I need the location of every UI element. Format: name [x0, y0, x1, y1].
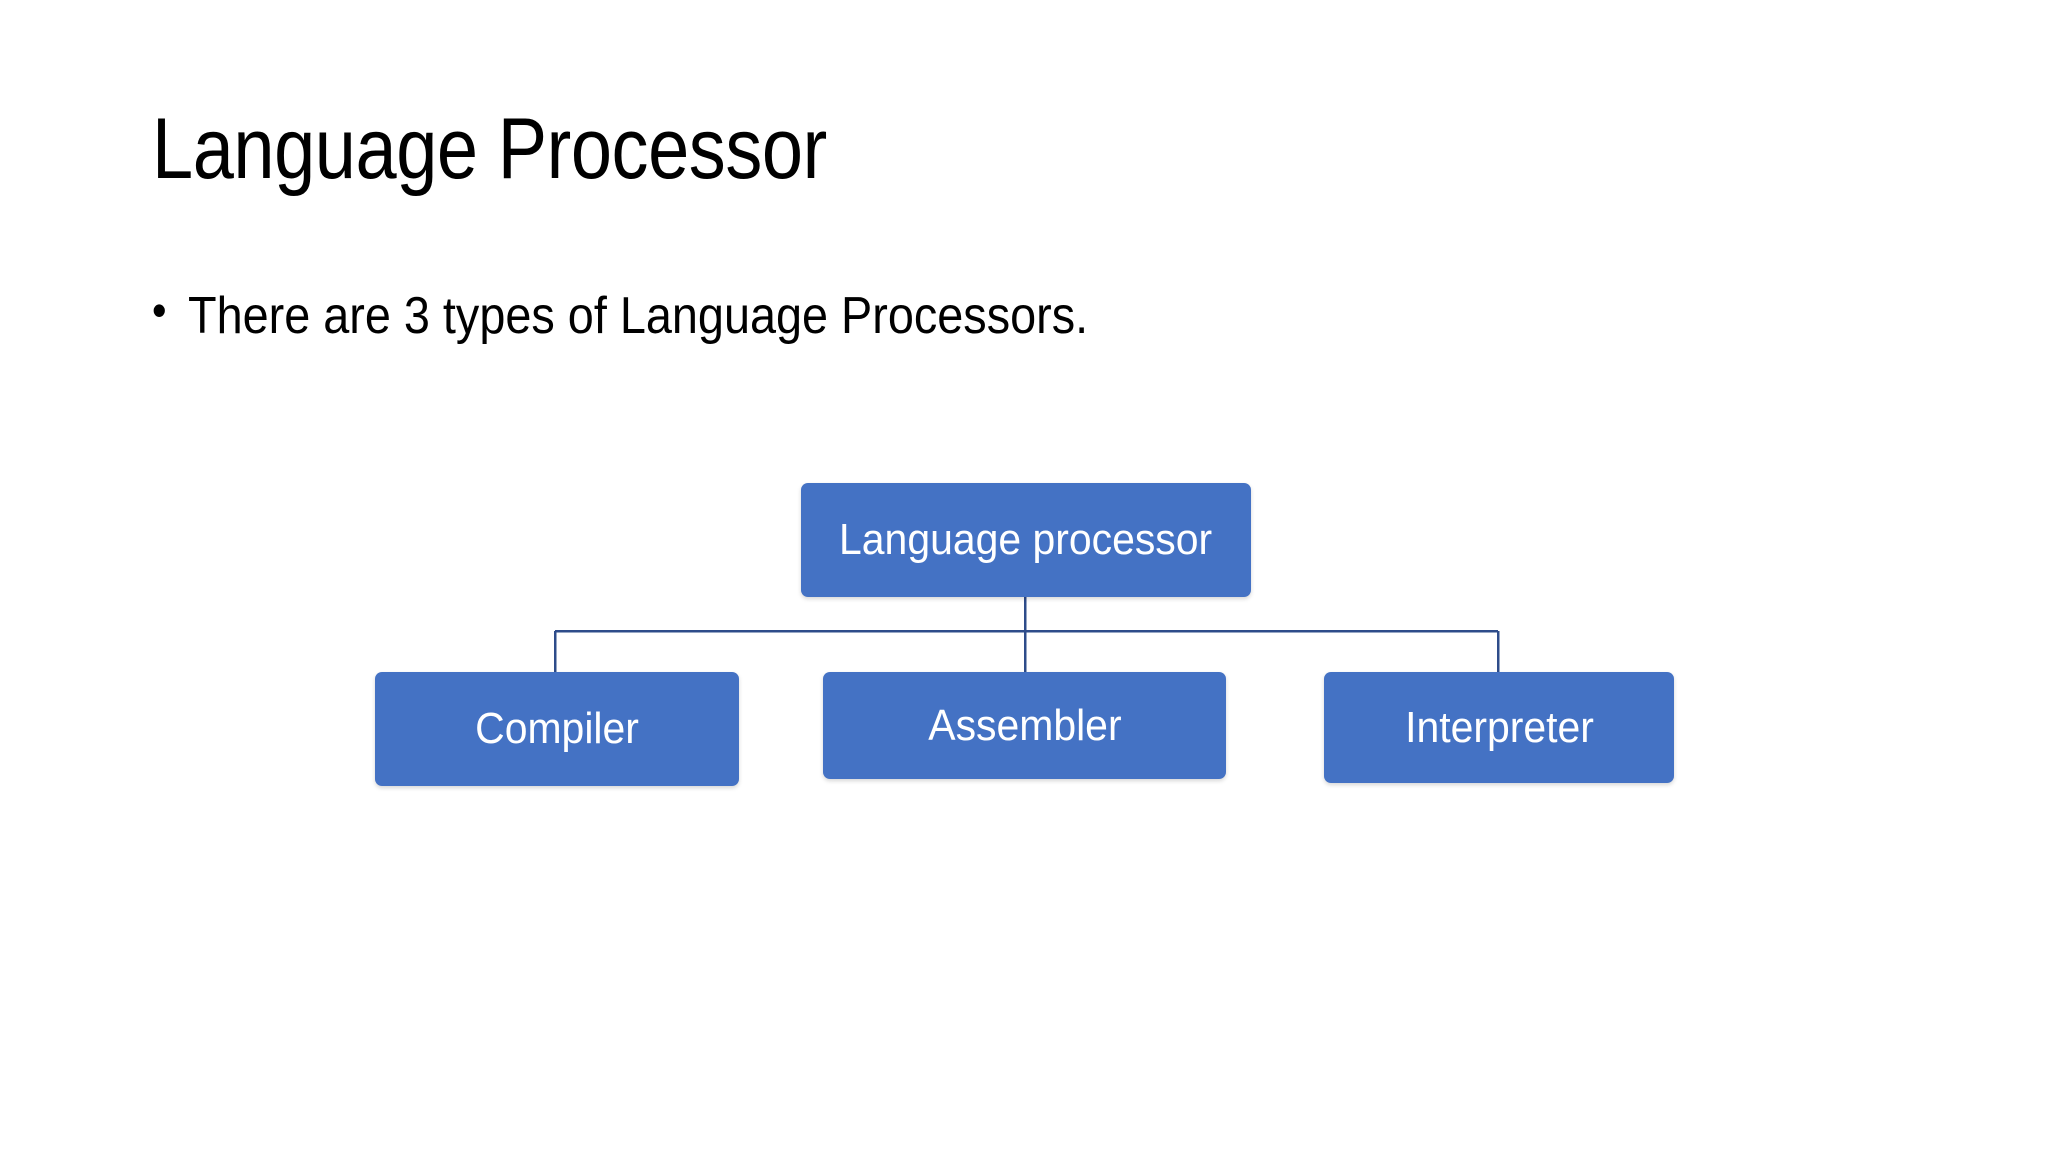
org-node-label: Language processor: [839, 515, 1213, 564]
bullet-marker-icon: •: [152, 284, 167, 336]
org-node-label: Compiler: [475, 704, 639, 753]
list-item: • There are 3 types of Language Processo…: [152, 284, 1682, 347]
page-title: Language Processor: [152, 101, 827, 197]
org-node-label: Assembler: [927, 700, 1122, 750]
org-node-label: Interpreter: [1404, 702, 1594, 752]
org-node-assembler[interactable]: Assembler: [823, 672, 1226, 779]
list-item-label: There are 3 types of Language Processors…: [188, 287, 1089, 345]
bullet-list: • There are 3 types of Language Processo…: [152, 284, 1852, 347]
org-node-language-processor[interactable]: Language processor: [801, 483, 1251, 597]
org-node-interpreter[interactable]: Interpreter: [1324, 672, 1674, 783]
org-node-compiler[interactable]: Compiler: [375, 672, 739, 786]
